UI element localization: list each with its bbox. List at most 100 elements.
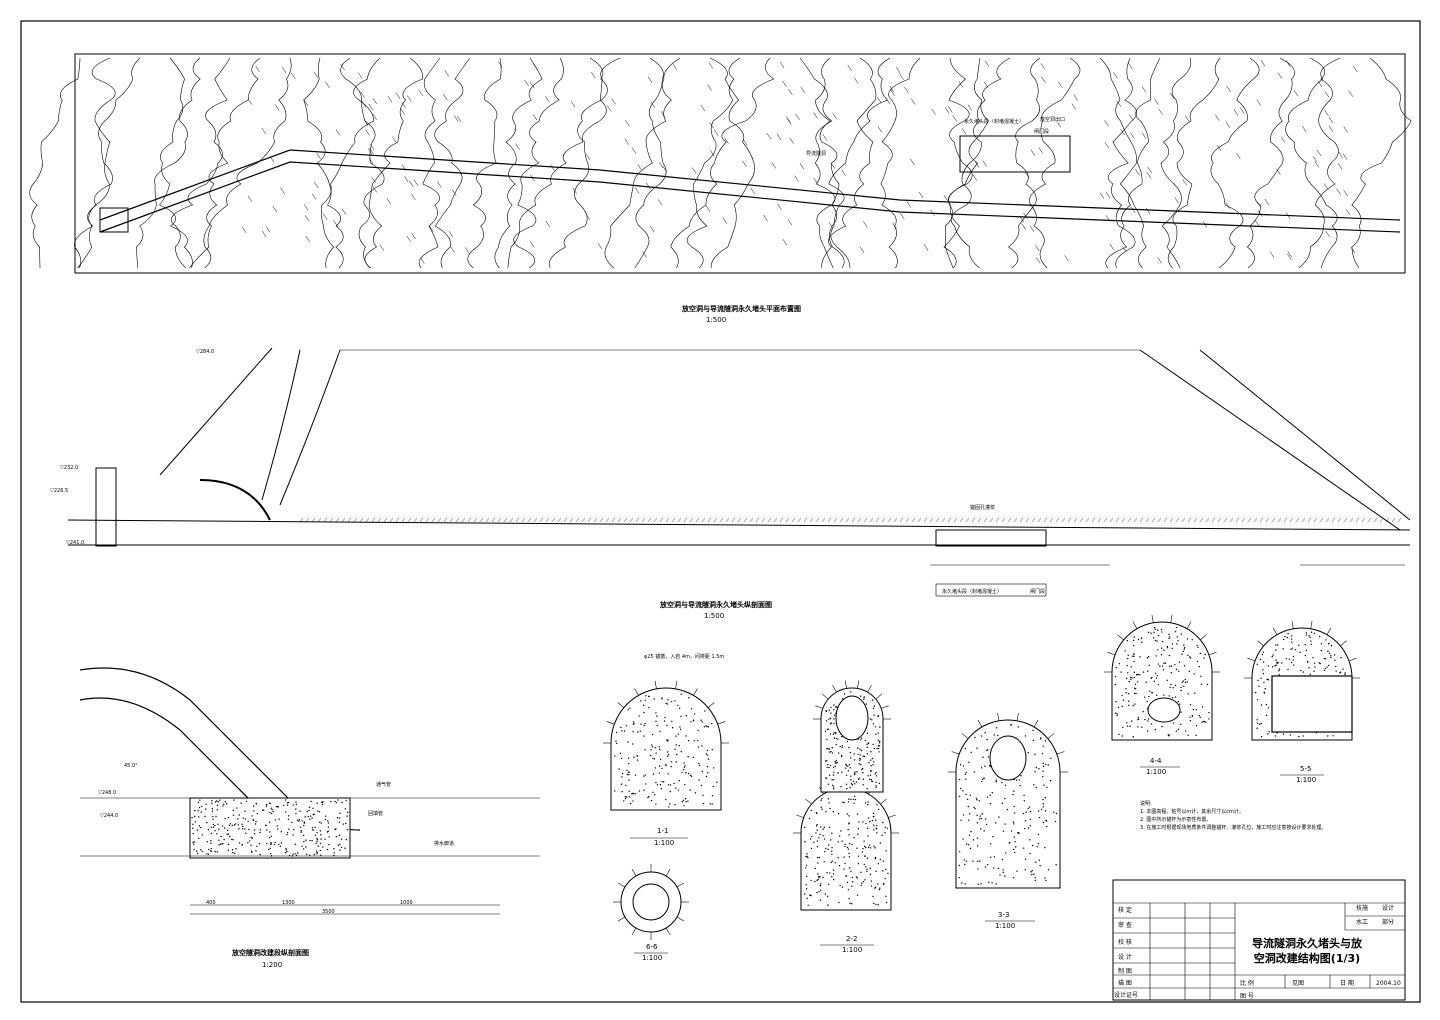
concrete-speck	[1189, 657, 1192, 659]
concrete-speck	[806, 897, 808, 900]
concrete-speck	[804, 826, 806, 829]
detail-label-drain: 排水廊道	[434, 841, 455, 847]
concrete-speck	[875, 786, 877, 789]
slope-hatch	[1348, 90, 1354, 97]
slope-hatch	[952, 114, 957, 122]
concrete-speck	[1187, 693, 1189, 695]
concrete-speck	[1199, 716, 1201, 719]
concrete-speck	[860, 884, 862, 886]
concrete-speck	[645, 695, 647, 697]
rock-hatch	[317, 517, 322, 523]
concrete-speck	[192, 827, 194, 829]
concrete-speck	[1198, 665, 1201, 668]
anchor-bolt	[631, 868, 637, 877]
concrete-speck	[986, 863, 989, 866]
concrete-speck	[308, 809, 310, 812]
slope-hatch	[896, 67, 901, 74]
contour-line	[189, 57, 261, 269]
concrete-speck	[830, 712, 832, 714]
slope-hatch	[972, 174, 977, 181]
concrete-speck	[829, 751, 831, 753]
concrete-speck	[1256, 719, 1258, 721]
concrete-speck	[1049, 779, 1052, 782]
contour-line	[1107, 57, 1137, 269]
concrete-speck	[621, 791, 623, 793]
rock-hatch	[575, 517, 580, 523]
slope-hatch	[361, 100, 367, 108]
concrete-speck	[667, 753, 670, 756]
concrete-speck	[875, 828, 878, 830]
concrete-speck	[958, 778, 961, 781]
slope-hatch	[984, 60, 990, 67]
concrete-speck	[1133, 676, 1136, 679]
rock-hatch	[683, 517, 688, 523]
rock-hatch	[929, 517, 934, 523]
concrete-speck	[662, 781, 665, 783]
concrete-speck	[1154, 728, 1157, 731]
concrete-speck	[685, 801, 687, 803]
rock-hatch	[1217, 517, 1222, 523]
tunnel-alignment	[99, 149, 1401, 221]
concrete-speck	[1012, 848, 1015, 851]
concrete-speck	[997, 734, 999, 737]
concrete-speck	[836, 761, 839, 764]
rock-hatch	[569, 517, 574, 523]
concrete-speck	[845, 783, 848, 785]
slope-hatch	[832, 113, 838, 120]
concrete-speck	[1121, 735, 1123, 737]
rock-hatch	[509, 517, 514, 523]
concrete-speck	[827, 798, 830, 800]
concrete-speck	[1012, 821, 1015, 823]
rock-hatch	[983, 517, 988, 523]
tb-date-label: 日 期	[1340, 980, 1354, 987]
concrete-speck	[295, 803, 298, 805]
concrete-speck	[631, 793, 633, 795]
slope-hatch	[776, 133, 782, 141]
slope-hatch	[691, 167, 697, 174]
concrete-speck	[831, 860, 834, 862]
rock-hatch	[953, 517, 958, 523]
rock-hatch	[1073, 517, 1078, 523]
concrete-speck	[1344, 672, 1347, 674]
concrete-speck	[651, 744, 653, 746]
slope-hatch	[545, 95, 550, 103]
concrete-speck	[1265, 703, 1268, 706]
concrete-speck	[292, 834, 294, 836]
concrete-speck	[304, 816, 306, 818]
rock-hatch	[869, 517, 874, 523]
concrete-speck	[1013, 790, 1015, 792]
rock-hatch	[449, 517, 454, 523]
concrete-speck	[1319, 662, 1321, 665]
rock-hatch	[641, 517, 646, 523]
concrete-speck	[835, 759, 837, 762]
concrete-speck	[1044, 846, 1046, 849]
concrete-speck	[207, 853, 210, 856]
concrete-speck	[875, 903, 877, 906]
slope-hatch	[597, 243, 603, 250]
concrete-speck	[615, 740, 617, 742]
concrete-speck	[1133, 692, 1136, 695]
concrete-speck	[206, 840, 208, 843]
concrete-speck	[1334, 659, 1336, 662]
concrete-speck	[976, 837, 979, 839]
slope-hatch	[1338, 163, 1343, 170]
concrete-speck	[302, 834, 305, 837]
concrete-speck	[1118, 733, 1120, 736]
concrete-speck	[861, 767, 864, 770]
rock-hatch	[389, 517, 394, 523]
concrete-speck	[701, 745, 703, 747]
concrete-speck	[330, 800, 332, 803]
concrete-speck	[706, 725, 708, 728]
concrete-speck	[1010, 830, 1013, 832]
slope-hatch	[341, 208, 347, 215]
concrete-speck	[217, 801, 220, 803]
concrete-speck	[1161, 640, 1164, 643]
concrete-speck	[1263, 681, 1265, 683]
concrete-speck	[320, 822, 323, 824]
slope-hatch	[1343, 190, 1348, 197]
concrete-speck	[1163, 694, 1165, 696]
concrete-speck	[827, 747, 829, 750]
rock-hatch	[1331, 517, 1336, 523]
slope-hatch	[1185, 115, 1190, 122]
concrete-speck	[201, 834, 203, 836]
